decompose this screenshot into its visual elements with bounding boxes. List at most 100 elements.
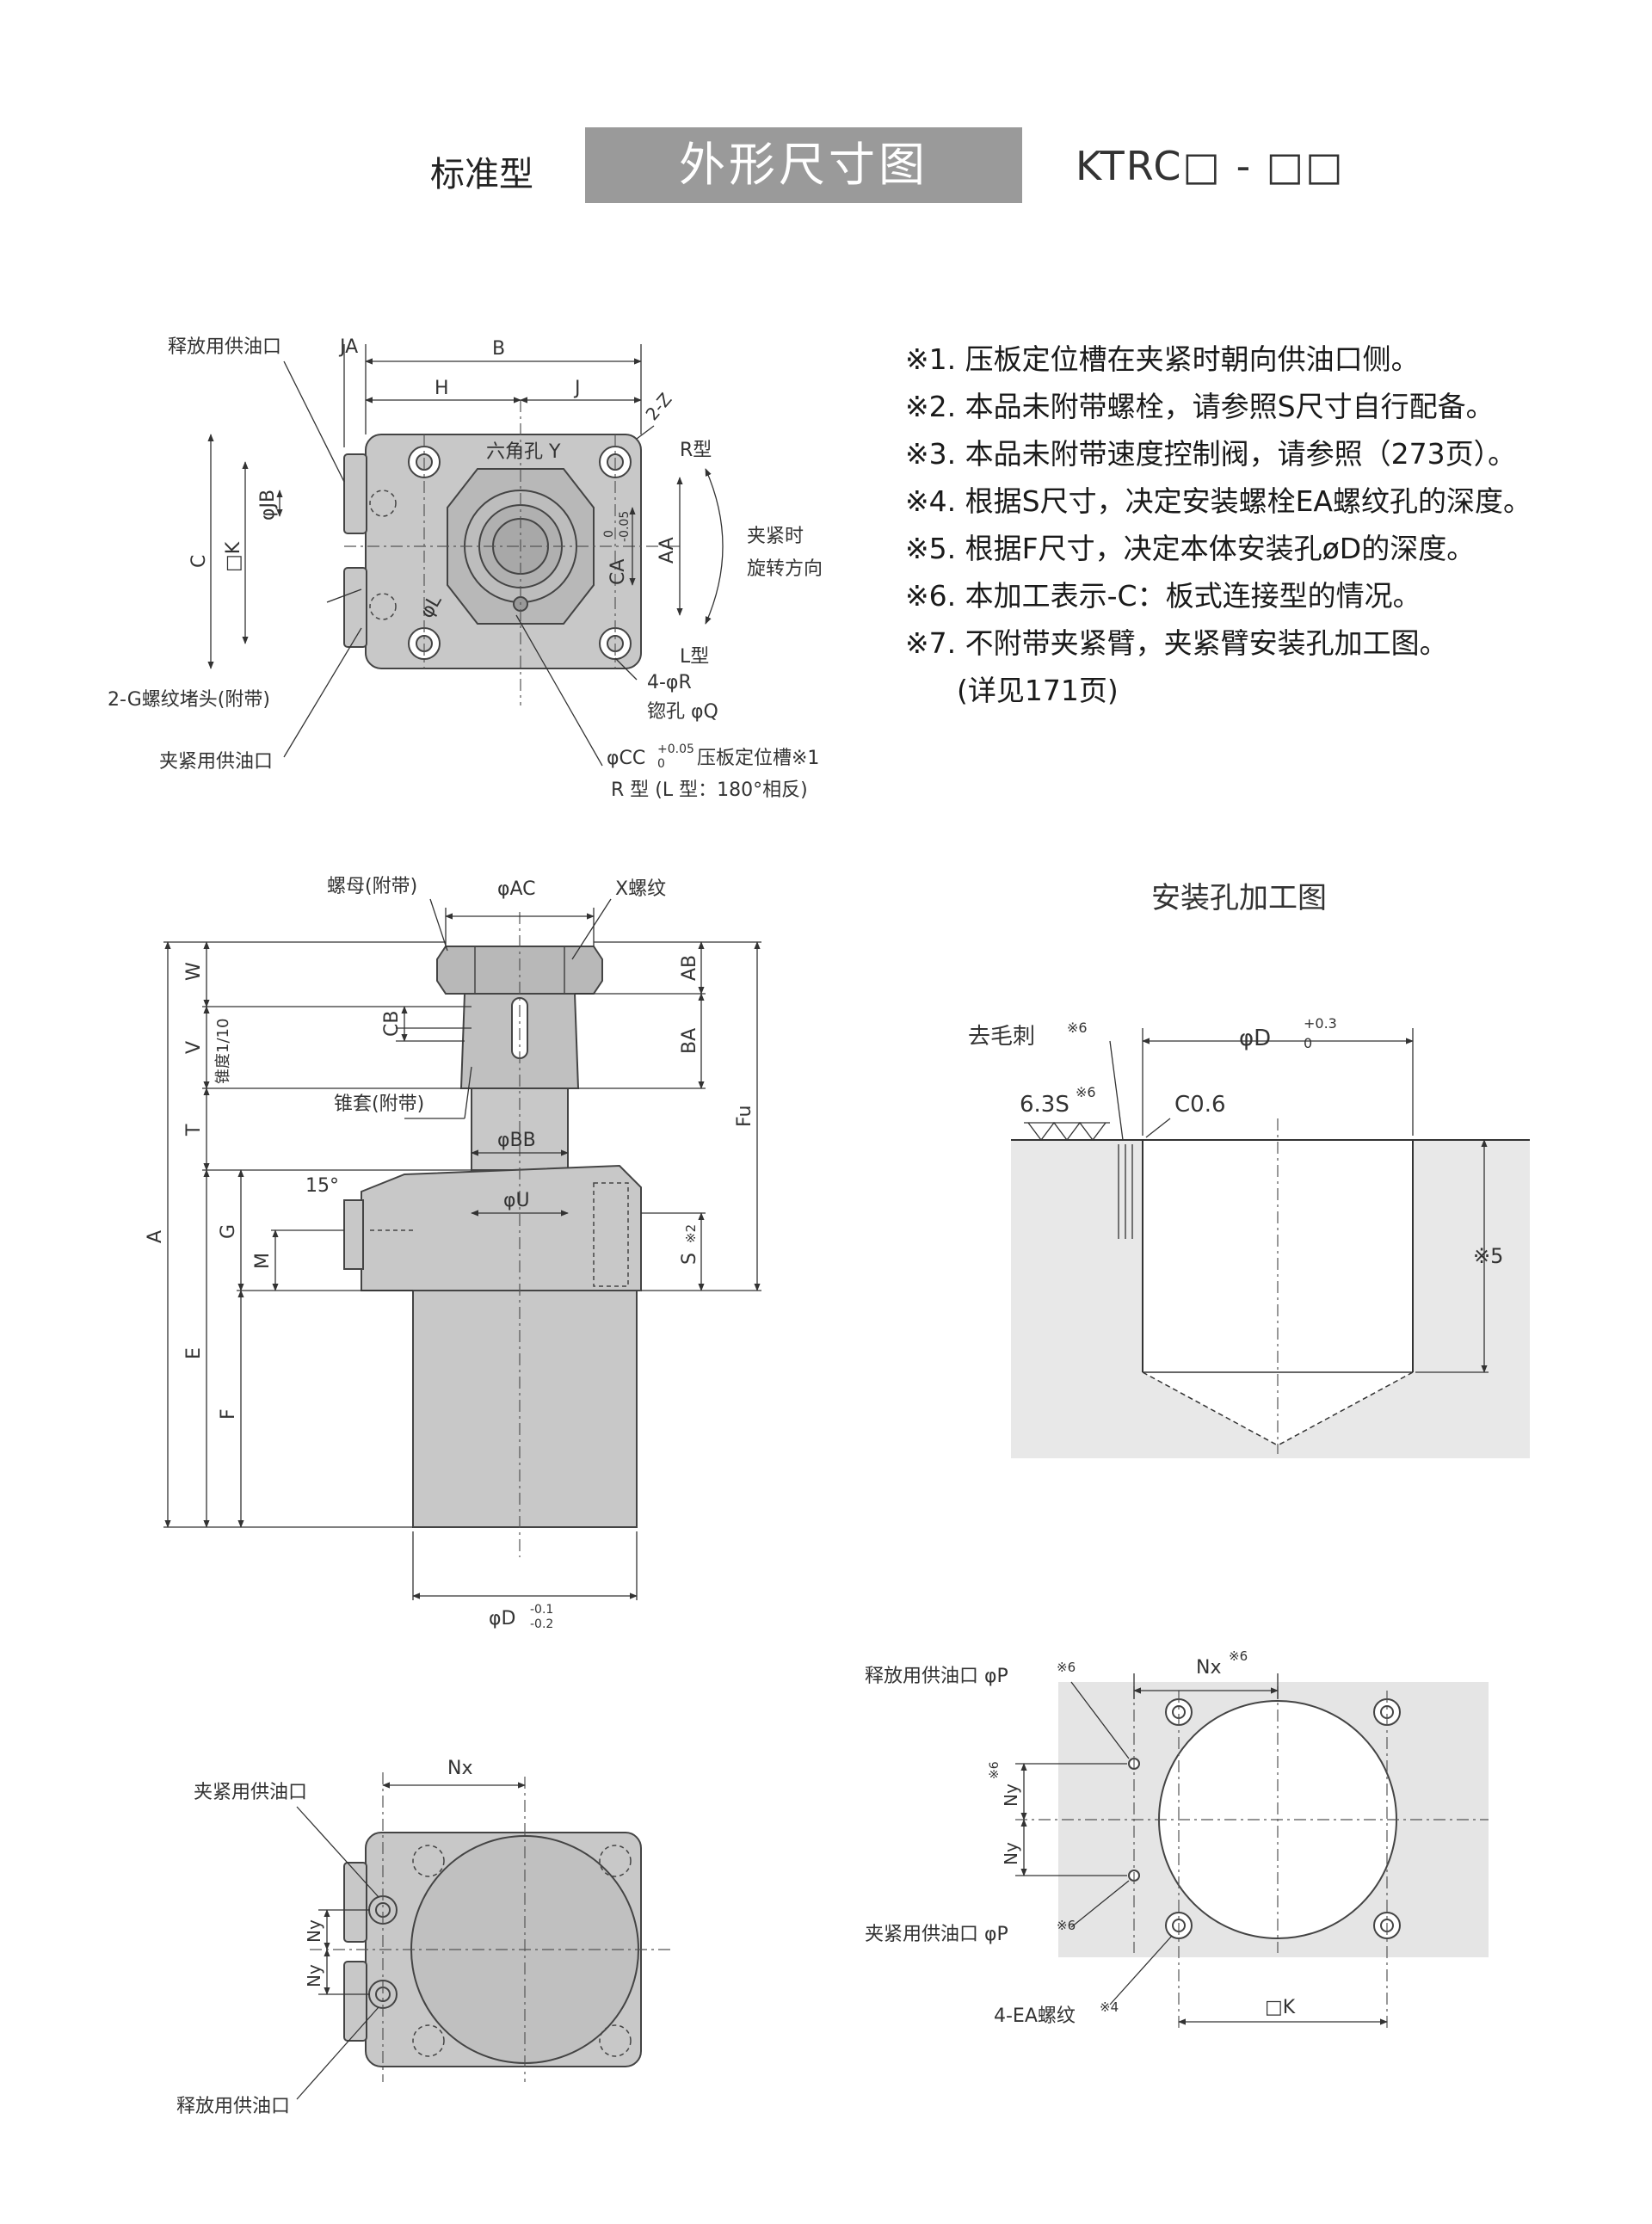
port-boss-lower (343, 567, 367, 648)
label-R-type-note: R 型 (L 型：180°相反) (611, 779, 808, 801)
label-hex-hole: 六角孔 Y (486, 441, 561, 463)
label-B: B (492, 338, 505, 360)
port-boss-upper (343, 453, 367, 534)
label-br-clamp-port: 夹紧用供油口 φP (865, 1924, 1008, 1945)
note-4: ※4. 根据S尺寸，决定安装螺栓EA螺纹孔的深度。 (905, 484, 1532, 518)
label-nut: 螺母(附带) (327, 876, 417, 897)
label-clamp-port: 夹紧用供油口 (159, 751, 273, 773)
note-2: ※2. 本品未附带螺栓，请参照S尺寸自行配备。 (905, 390, 1495, 423)
label-bl-clamp-port: 夹紧用供油口 (194, 1782, 307, 1803)
label-CC-tol-lower: 0 (657, 757, 665, 771)
label-hole-D-tol-upper: +0.3 (1304, 1015, 1337, 1032)
note-1: ※1. 压板定位槽在夹紧时朝向供油口侧。 (905, 342, 1420, 376)
label-R-type: R型 (680, 440, 712, 461)
note-6: ※6. 本加工表示-C：板式连接型的情况。 (905, 579, 1421, 613)
model-code: KTRC□ - □□ (1076, 143, 1345, 189)
label-taper: 锥度1/10 (214, 1019, 232, 1084)
label-CC: φCC (607, 748, 645, 769)
label-AB: AB (679, 955, 700, 981)
label-15deg: 15° (305, 1175, 339, 1197)
mounting-hole-view: 安装孔加工图 去毛刺 ※6 φD +0.3 0 6.3S ※6 (968, 881, 1530, 1458)
label-AA: AA (656, 537, 678, 564)
label-W: W (183, 962, 205, 981)
label-collet: 锥套(附带) (334, 1094, 424, 1115)
label-br-release-note: ※6 (1057, 1660, 1076, 1675)
label-deburr: 去毛刺 (968, 1024, 1035, 1050)
label-V: V (183, 1041, 205, 1054)
side-view: 螺母(附带) φAC X螺纹 W V 锥度1/10 T A G M E F CB… (145, 876, 761, 1631)
label-rotation-2: 旋转方向 (747, 558, 823, 580)
page-header: 标准型 外形尺寸图 KTRC□ - □□ (0, 127, 1652, 205)
label-JA: JA (338, 336, 358, 358)
label-br-Nx: Nx (1196, 1657, 1221, 1679)
label-D-tol-upper: -0.1 (530, 1603, 553, 1617)
series-label: 标准型 (430, 155, 533, 194)
label-hole-D-tol-lower: 0 (1304, 1035, 1312, 1051)
label-CA-tol-upper: 0 (602, 530, 616, 538)
flange (361, 1164, 642, 1291)
label-2Z: 2-Z (641, 389, 675, 424)
label-CB: CB (381, 1011, 403, 1037)
label-depth: ※5 (1473, 1244, 1503, 1268)
body-cylinder (412, 1290, 638, 1528)
label-plug: 2-G螺纹堵头(附带) (108, 689, 270, 711)
notes-list: ※1. 压板定位槽在夹紧时朝向供油口侧。 ※2. 本品未附带螺栓，请参照S尺寸自… (905, 336, 1628, 714)
top-view: 释放用供油口 JA B H J 2-Z 六角孔 Y R型 L型 夹紧时 旋转方向… (108, 336, 823, 801)
note-5: ※5. 根据F尺寸，决定本体安装孔øD的深度。 (905, 532, 1476, 565)
label-M: M (252, 1253, 274, 1269)
label-release-port: 释放用供油口 (168, 336, 281, 358)
label-br-EA-note: ※4 (1100, 1999, 1119, 2015)
label-J: J (573, 378, 581, 399)
note-7-ref: (详见171页) (957, 674, 1119, 707)
label-S-note: ※2 (683, 1224, 699, 1243)
label-A: A (145, 1230, 166, 1243)
label-CC-tol-upper: +0.05 (657, 742, 694, 756)
bottom-left-view: Nx 夹紧用供油口 释放用供油口 Ny Ny (176, 1758, 671, 2117)
label-T: T (183, 1124, 205, 1137)
workpiece (1011, 1140, 1530, 1458)
page-title: 外形尺寸图 (585, 127, 1022, 203)
label-E: E (183, 1347, 205, 1359)
label-AC: φAC (497, 878, 536, 900)
label-L-type: L型 (680, 646, 709, 668)
label-CA: CA (607, 559, 629, 585)
label-br-K: □K (1265, 1997, 1296, 2018)
label-CC-note: 压板定位槽※1 (697, 748, 819, 769)
label-br-EA: 4-EA螺纹 (994, 2005, 1076, 2027)
note-3: ※3. 本品未附带速度控制阀，请参照（273页）。 (905, 437, 1517, 471)
label-D: φD (489, 1608, 515, 1629)
label-hole-D: φD (1239, 1026, 1271, 1051)
label-U: φU (503, 1190, 530, 1211)
label-CA-tol-lower: -0.05 (618, 511, 632, 542)
label-br-Nx-note: ※6 (1229, 1648, 1248, 1664)
label-br-Ny2: Ny (1001, 1842, 1021, 1865)
label-br-Ny1: Ny (1001, 1784, 1021, 1807)
label-G: G (218, 1224, 239, 1239)
hole-title: 安装孔加工图 (1151, 881, 1327, 915)
label-4R: 4-φR (647, 672, 692, 693)
label-S: S (679, 1253, 700, 1265)
bottom-right-view: Nx ※6 释放用供油口 φP ※6 Ny Ny ※6 夹紧用供油口 φP ※6… (865, 1648, 1489, 2030)
label-br-release-port: 释放用供油口 φP (865, 1666, 1008, 1687)
label-D-tol-lower: -0.2 (530, 1617, 553, 1631)
label-K: □K (223, 541, 244, 572)
label-chamfer: C0.6 (1174, 1092, 1226, 1118)
note-7: ※7. 不附带夹紧臂，夹紧臂安装孔加工图。 (905, 626, 1448, 660)
label-bl-Nx: Nx (447, 1758, 472, 1779)
label-F: F (218, 1408, 239, 1420)
label-bl-Ny2: Ny (304, 1964, 324, 1987)
label-BA: BA (679, 1028, 700, 1054)
label-br-clamp-note: ※6 (1057, 1918, 1076, 1933)
label-counterbore: 锪孔 φQ (647, 701, 718, 723)
label-br-Ny-note: ※6 (988, 1761, 1002, 1779)
label-deburr-note: ※6 (1067, 1020, 1088, 1036)
label-X-thread: X螺纹 (615, 878, 666, 900)
label-bl-Ny1: Ny (304, 1919, 324, 1943)
label-Fu: Fu (734, 1106, 755, 1127)
label-H: H (435, 378, 449, 399)
label-JB: φJB (257, 490, 279, 521)
label-bl-release-port: 释放用供油口 (176, 2096, 290, 2117)
label-BB: φBB (497, 1130, 536, 1151)
label-C: C (188, 555, 210, 568)
